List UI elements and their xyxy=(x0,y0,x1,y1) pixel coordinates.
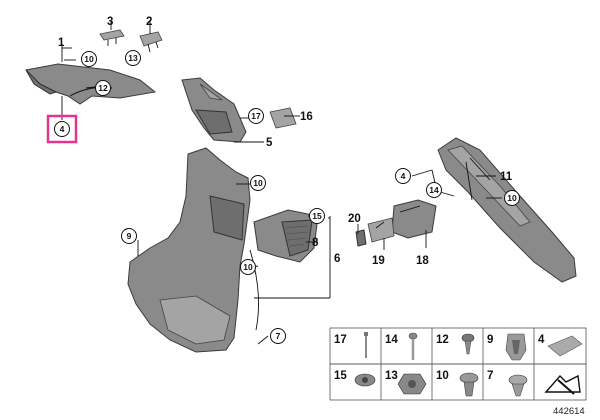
callout-16: 16 xyxy=(300,111,313,123)
callout-4-b: 4 xyxy=(395,168,411,184)
callout-3: 3 xyxy=(107,16,113,28)
svg-text:13: 13 xyxy=(128,53,138,63)
callout-7: 7 xyxy=(270,328,286,344)
callout-6: 6 xyxy=(334,253,340,265)
part-3-clip xyxy=(99,29,125,46)
callout-10-b: 10 xyxy=(250,175,266,191)
legend-part-9-clip xyxy=(505,333,527,361)
callout-4-a[interactable]: 4 xyxy=(54,121,70,137)
callout-10-c: 10 xyxy=(240,259,256,275)
callout-8: 8 xyxy=(312,237,319,249)
callout-14: 14 xyxy=(426,182,442,198)
part-1-edge xyxy=(25,69,58,95)
svg-text:10: 10 xyxy=(243,262,253,272)
legend-arrow-icon xyxy=(544,374,581,395)
svg-text:10: 10 xyxy=(84,54,94,64)
svg-text:14: 14 xyxy=(429,185,439,195)
svg-text:10: 10 xyxy=(507,193,517,203)
part-5-recess xyxy=(195,109,233,135)
legend-part-14-screw xyxy=(408,332,418,360)
svg-text:15: 15 xyxy=(312,211,322,221)
callout-12: 12 xyxy=(95,80,111,96)
callout-10-d: 10 xyxy=(504,190,520,206)
part-18-panel xyxy=(391,199,437,239)
callout-17-b: 17 xyxy=(248,108,264,124)
reference-number: 442614 xyxy=(553,406,585,417)
legend-part-15-nut xyxy=(354,373,376,387)
callout-15: 15 xyxy=(309,208,325,224)
svg-text:17: 17 xyxy=(251,111,261,121)
parts-legend: 17 14 12 9 4 15 13 10 7 xyxy=(329,327,587,401)
legend-7: 7 xyxy=(487,370,493,382)
callout-11: 11 xyxy=(500,171,513,183)
callout-18: 18 xyxy=(416,255,429,267)
legend-12: 12 xyxy=(436,334,449,346)
svg-text:7: 7 xyxy=(276,331,281,341)
legend-part-13-nut xyxy=(397,373,427,395)
highlight-box xyxy=(46,114,78,144)
callout-5: 5 xyxy=(266,137,273,149)
callout-10-a: 10 xyxy=(81,51,97,67)
legend-14: 14 xyxy=(385,334,398,346)
legend-4: 4 xyxy=(538,334,545,346)
legend-15: 15 xyxy=(334,370,347,382)
legend-17: 17 xyxy=(334,334,347,346)
part-6-lower-face xyxy=(159,295,231,345)
leader-lines xyxy=(61,20,502,345)
part-1-trim xyxy=(24,63,157,105)
legend-part-12-screw xyxy=(461,333,475,355)
callout-2: 2 xyxy=(146,16,152,28)
svg-text:4: 4 xyxy=(60,124,65,134)
legend-part-17-screw xyxy=(364,332,368,358)
legend-13: 13 xyxy=(385,370,398,382)
callout-1: 1 xyxy=(58,37,65,49)
legend-9: 9 xyxy=(487,334,493,346)
legend-10: 10 xyxy=(436,370,449,382)
legend-part-7-clip xyxy=(508,374,528,397)
callout-13: 13 xyxy=(125,50,141,66)
callout-9: 9 xyxy=(121,228,137,244)
part-20-clip xyxy=(355,229,367,247)
part-5-belt xyxy=(199,83,223,101)
svg-text:9: 9 xyxy=(127,231,132,241)
svg-text:10: 10 xyxy=(253,178,263,188)
part-2-clip xyxy=(139,31,163,53)
legend-part-4-pad xyxy=(547,335,583,357)
callout-20: 20 xyxy=(348,213,361,225)
callout-19: 19 xyxy=(372,255,385,267)
part-16-bracket xyxy=(269,107,297,129)
svg-text:4: 4 xyxy=(401,171,406,181)
legend-part-10-clip xyxy=(459,372,479,397)
svg-text:12: 12 xyxy=(98,83,108,93)
part-19-panel xyxy=(367,217,395,243)
part-6-recess xyxy=(209,195,245,241)
